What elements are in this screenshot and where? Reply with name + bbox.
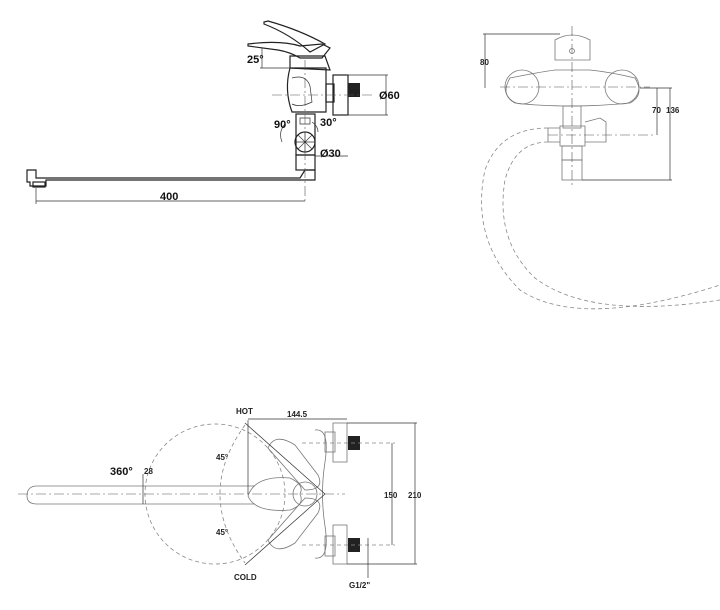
dim-diverter-diameter: Ø30: [320, 148, 341, 160]
aerator: [32, 181, 46, 188]
front-body: [505, 69, 640, 107]
dim-hot-angle: 45°: [216, 453, 228, 462]
dim-overall-width: 210: [408, 491, 422, 500]
dim-diverter-angle-left: 90°: [274, 119, 291, 131]
front-view: 80 70 136: [480, 26, 720, 310]
dim-body-height: 80: [480, 58, 489, 67]
diverter-tee: [547, 117, 607, 147]
dim-inlet-spacing: 150: [384, 491, 398, 500]
dim-spout-length: 400: [160, 191, 178, 203]
mixer-body: [286, 67, 327, 113]
cartridge-cap: [554, 34, 591, 61]
handle-open[interactable]: [263, 20, 327, 53]
lower-body: [295, 154, 316, 171]
handle-cold[interactable]: [267, 497, 321, 550]
dim-diverter-angle-right: 30°: [320, 117, 337, 129]
dim-total-drop: 136: [666, 106, 680, 115]
dim-handle-angle: 25°: [247, 54, 264, 66]
label-hot: HOT: [236, 407, 253, 416]
handle-closed[interactable]: [247, 41, 331, 59]
dim-depth: 144.5: [287, 410, 308, 419]
inlet-thread: [348, 83, 360, 97]
label-cold: COLD: [234, 573, 257, 582]
dim-rotation: 360°: [110, 466, 133, 478]
dim-spout-width: 28: [144, 467, 153, 476]
shower-hose: [481, 127, 720, 310]
top-spout: [26, 485, 255, 505]
side-view: 400 Ø60 Ø30 25° 90° 30°: [26, 20, 400, 204]
dim-thread: G1/2": [349, 581, 370, 590]
dim-outlet-offset: 70: [652, 106, 661, 115]
top-flange-hot: [332, 422, 348, 463]
handle-hot[interactable]: [267, 438, 321, 491]
spout: [26, 169, 316, 187]
dim-cold-angle: 45°: [216, 528, 228, 537]
diverter-body: [295, 113, 316, 156]
dim-flange-diameter: Ø60: [379, 90, 400, 102]
top-flange-cold: [332, 524, 348, 565]
top-view: HOT COLD 144.5 360° 28 45° 45° 150 210 G…: [18, 407, 422, 590]
